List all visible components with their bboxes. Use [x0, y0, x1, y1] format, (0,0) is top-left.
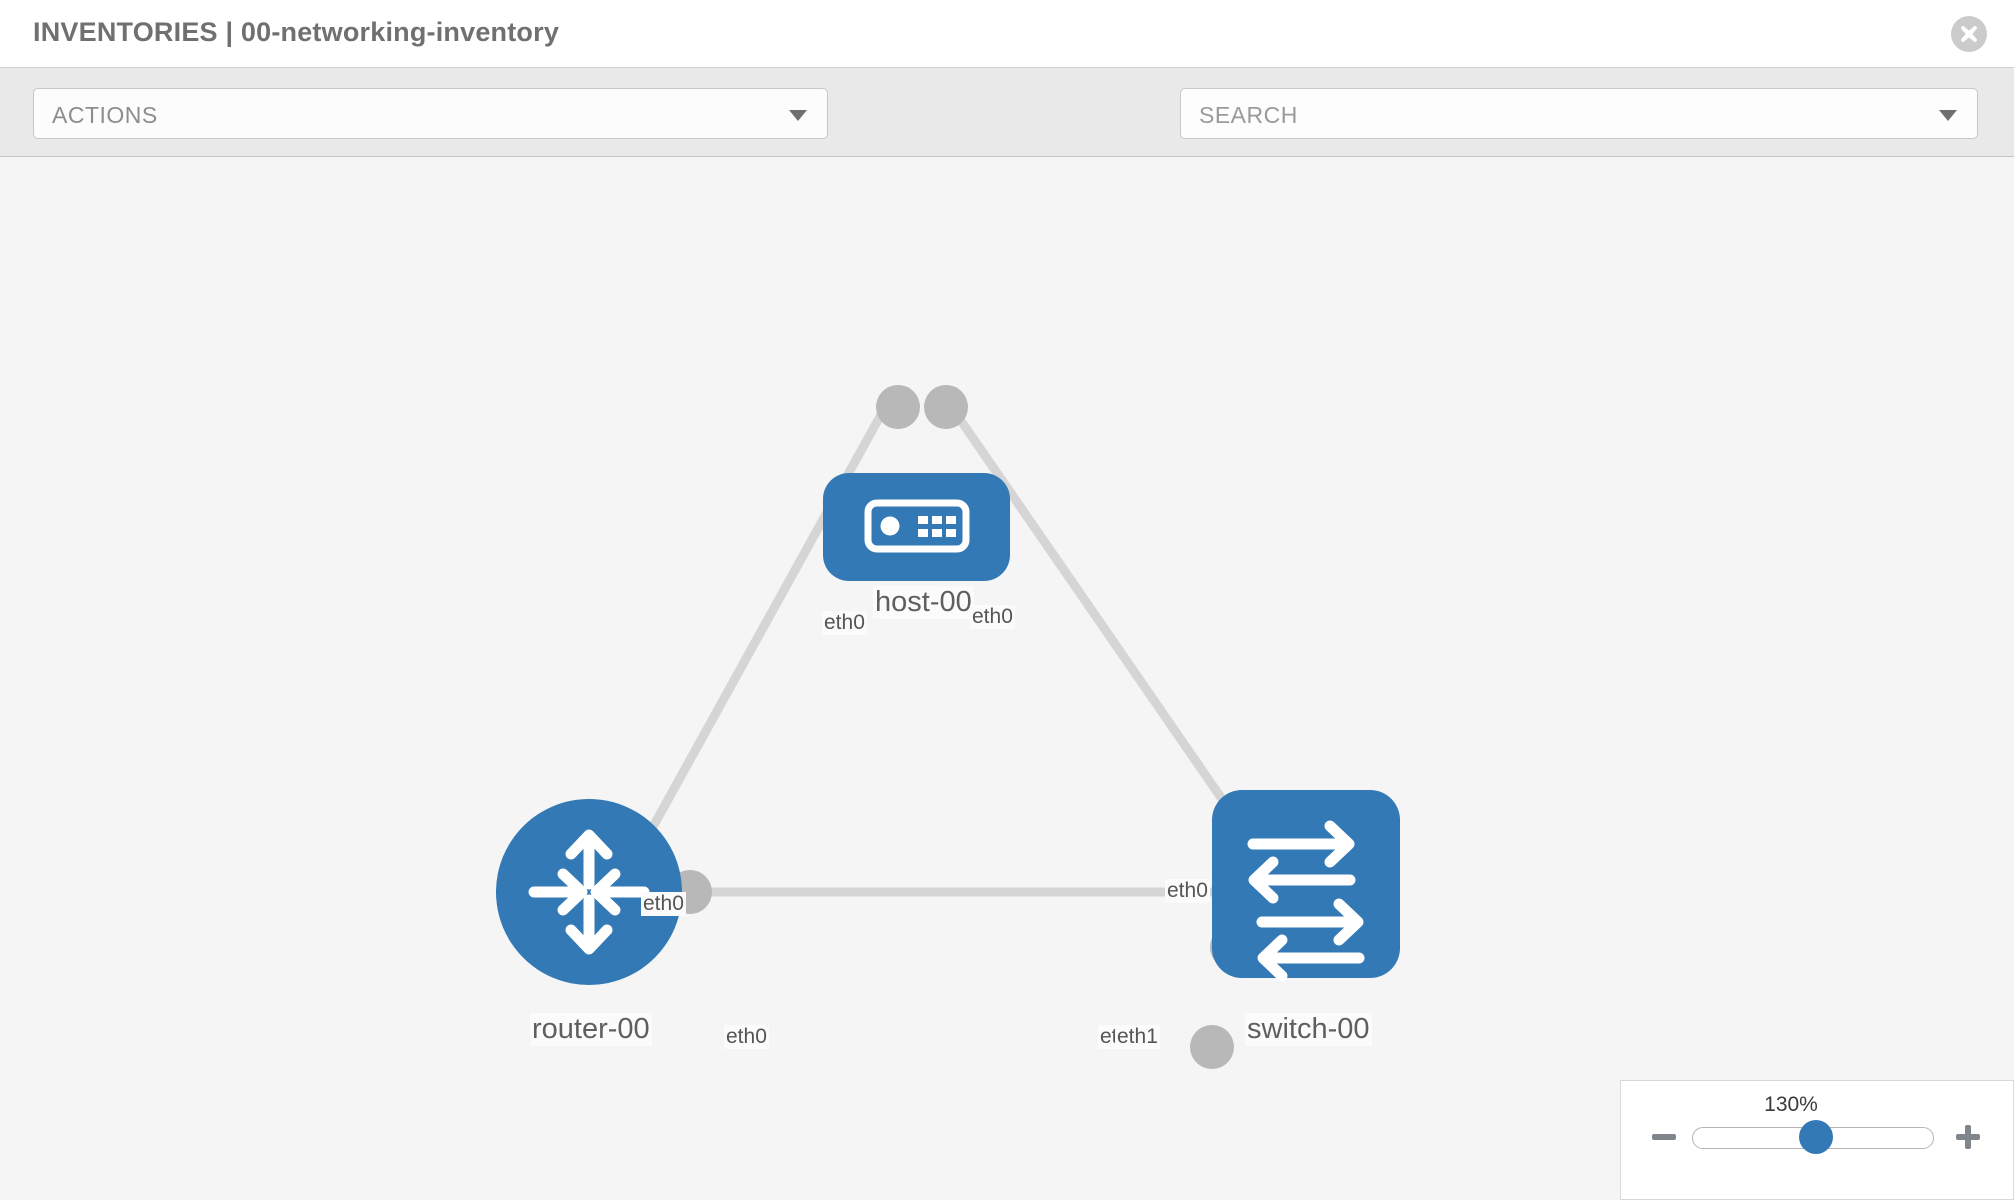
zoom-percent-label: 130% — [1764, 1093, 1818, 1116]
chevron-down-icon[interactable] — [1939, 110, 1957, 121]
pin-switch-left — [1190, 1025, 1234, 1069]
node-switch-00[interactable] — [1212, 790, 1400, 982]
search-input[interactable]: SEARCH — [1180, 88, 1978, 139]
actions-dropdown[interactable]: ACTIONS — [33, 88, 828, 139]
node-router-00[interactable] — [496, 799, 682, 985]
title-bar: INVENTORIES | 00-networking-inventory — [0, 0, 2014, 68]
node-host-00[interactable] — [823, 473, 1010, 581]
page-title: INVENTORIES | 00-networking-inventory — [33, 17, 560, 47]
zoom-control-panel: 130% — [1620, 1080, 2014, 1200]
topology-canvas[interactable]: host-00 router-00 switch-00 eth0 eth0 et… — [0, 157, 2014, 1200]
zoom-slider-thumb[interactable] — [1799, 1120, 1833, 1154]
topology-graph — [496, 385, 1400, 1069]
minus-icon[interactable] — [1650, 1123, 1678, 1151]
server-icon — [864, 499, 970, 553]
close-icon[interactable] — [1951, 16, 1987, 52]
switch-arrows-icon — [1247, 820, 1365, 982]
plus-icon[interactable] — [1954, 1123, 1982, 1151]
chevron-down-icon — [789, 110, 807, 121]
actions-dropdown-label: ACTIONS — [52, 102, 158, 128]
pin-host-right — [924, 385, 968, 429]
search-placeholder: SEARCH — [1199, 102, 1298, 128]
router-arrows-icon — [528, 829, 650, 955]
link-host-switch — [943, 397, 1267, 862]
pin-host-left — [876, 385, 920, 429]
link-host-router — [623, 397, 893, 877]
toolbar: ACTIONS SEARCH — [0, 68, 2014, 200]
